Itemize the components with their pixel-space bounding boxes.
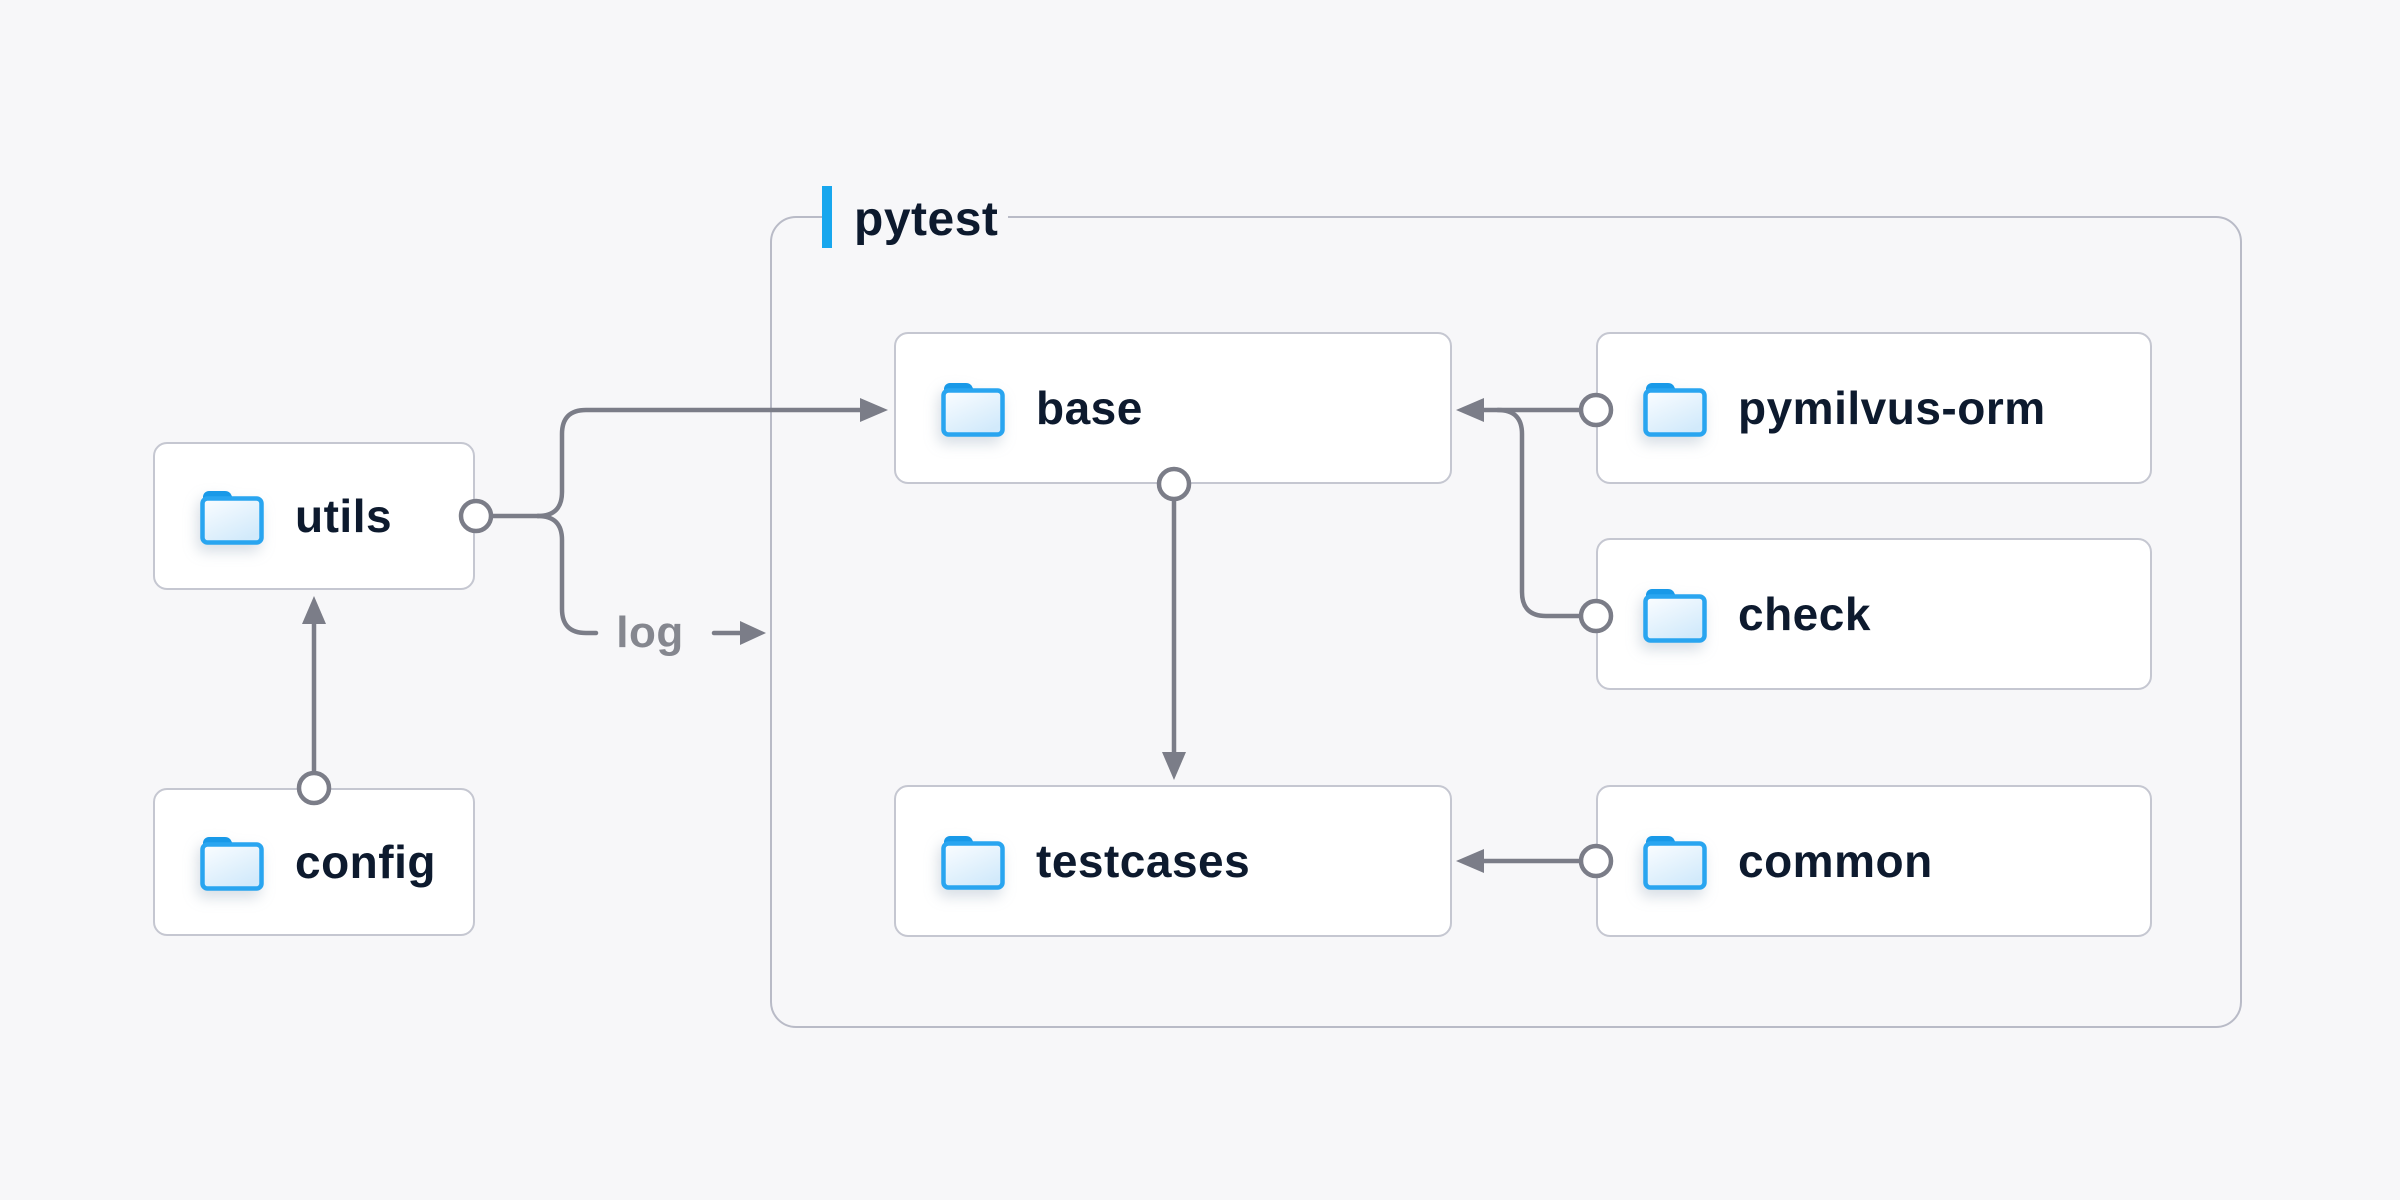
node-common: common: [1596, 785, 2152, 937]
pytest-group-label-text: pytest: [854, 193, 999, 246]
folder-icon: [1642, 584, 1708, 644]
folder-icon: [199, 832, 265, 892]
node-base: base: [894, 332, 1452, 484]
node-utils: utils: [153, 442, 475, 590]
pytest-group-label: pytest: [822, 185, 1009, 249]
folder-icon: [1642, 378, 1708, 438]
node-pymilvus-orm: pymilvus-orm: [1596, 332, 2152, 484]
node-label: testcases: [1036, 835, 1251, 887]
folder-icon: [199, 486, 265, 546]
accent-bar: [822, 186, 832, 248]
node-label: config: [295, 836, 436, 888]
node-label: check: [1738, 588, 1871, 640]
folder-icon: [1642, 831, 1708, 891]
node-label: base: [1036, 382, 1143, 434]
node-check: check: [1596, 538, 2152, 690]
node-label: common: [1738, 835, 1933, 887]
edge-config-to-utils: [296, 596, 332, 806]
node-label: utils: [295, 490, 393, 542]
node-testcases: testcases: [894, 785, 1452, 937]
edge-label-log: log: [616, 608, 684, 657]
node-config: config: [153, 788, 475, 936]
pytest-group-container: [770, 216, 2242, 1028]
folder-icon: [940, 831, 1006, 891]
node-label: pymilvus-orm: [1738, 382, 2046, 434]
folder-icon: [940, 378, 1006, 438]
